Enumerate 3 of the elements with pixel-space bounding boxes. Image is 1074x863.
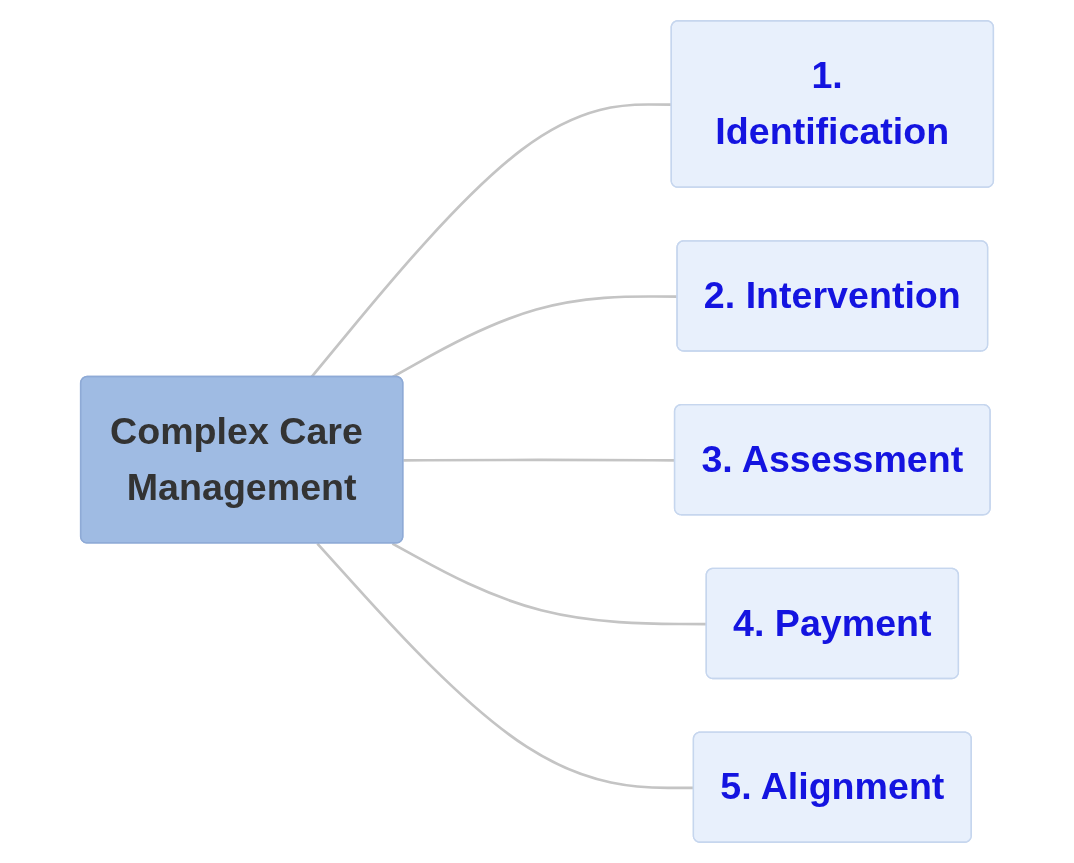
connector xyxy=(391,295,678,379)
connector xyxy=(391,542,707,626)
connector xyxy=(310,103,672,378)
